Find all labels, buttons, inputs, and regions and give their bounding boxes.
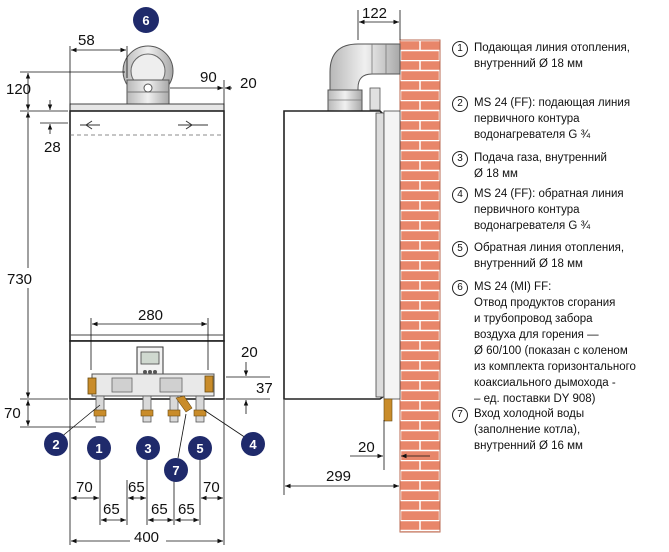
- badge-1: 1: [87, 436, 111, 460]
- legend-item-7: 7 Вход холодной воды (заполнение котла),…: [452, 406, 667, 454]
- svg-text:6: 6: [142, 13, 149, 28]
- dim-37: 37: [256, 380, 273, 397]
- legend-text: Подающая линия отопления,: [474, 42, 630, 54]
- dim-20-right: 20: [241, 344, 258, 361]
- legend-item-6: 6 MS 24 (MI) FF: Отвод продуктов сгорани…: [452, 279, 667, 407]
- legend-number: 2: [452, 96, 468, 112]
- front-body: [69, 110, 225, 342]
- front-connection-block: [87, 373, 215, 397]
- legend-text: MS 24 (MI) FF:: [474, 281, 552, 293]
- dim-122: 122: [362, 5, 387, 22]
- svg-text:5: 5: [196, 441, 203, 456]
- side-flue-elbow: [327, 43, 401, 113]
- badge-2: 2: [44, 432, 68, 456]
- dim-65-b: 65: [128, 479, 145, 496]
- legend-text: воздуха для горения —: [474, 329, 599, 341]
- legend-item-3: 3 Подача газа, внутренний Ø 18 мм: [452, 150, 667, 182]
- dim-58: 58: [78, 32, 95, 49]
- dim-70-bottom-right: 70: [203, 479, 220, 496]
- dim-65-d: 65: [178, 501, 195, 518]
- legend-text: Подача газа, внутренний: [474, 152, 607, 164]
- dim-70-left: 70: [4, 405, 21, 422]
- dim-28: 28: [44, 139, 61, 156]
- dim-20-side: 20: [358, 439, 375, 456]
- front-pipes: [93, 395, 207, 423]
- legend-text: (заполнение котла),: [474, 424, 581, 436]
- legend-text: внутренний Ø 18 мм: [474, 258, 583, 270]
- legend-number: 4: [452, 187, 468, 203]
- legend-number: 5: [452, 241, 468, 257]
- legend-text: Ø 60/100 (показан с коленом: [474, 345, 628, 357]
- dim-20-top: 20: [240, 75, 257, 92]
- legend-text: MS 24 (FF): подающая линия: [474, 97, 631, 109]
- legend-text: первичного контура: [474, 113, 580, 125]
- brick-wall: [399, 39, 441, 533]
- legend-text: водонагревателя G ¾: [474, 129, 591, 141]
- legend-item-2: 2 MS 24 (FF): подающая линия первичного …: [452, 95, 667, 143]
- legend-text: Обратная линия отопления,: [474, 242, 625, 254]
- legend-item-5: 5 Обратная линия отопления, внутренний Ø…: [452, 240, 667, 272]
- legend-text: внутренний Ø 18 мм: [474, 58, 583, 70]
- legend-number: 1: [452, 41, 468, 57]
- legend-text: Вход холодной воды: [474, 408, 585, 420]
- dim-70-bottom-left: 70: [76, 479, 93, 496]
- badge-5: 5: [188, 436, 212, 460]
- legend-text: Ø 18 мм: [474, 168, 518, 180]
- front-flue: [122, 45, 174, 111]
- dim-280: 280: [138, 307, 163, 324]
- dim-299: 299: [326, 468, 351, 485]
- dim-730: 730: [7, 271, 32, 288]
- legend-text: первичного контура: [474, 204, 580, 216]
- legend-text: Отвод продуктов сгорания: [474, 297, 616, 309]
- dim-90: 90: [200, 69, 217, 86]
- dim-400: 400: [134, 529, 159, 546]
- legend-item-4: 4 MS 24 (FF): обратная линия первичного …: [452, 186, 667, 234]
- front-view: 58 120 28 730 70 90 20 280: [4, 32, 273, 546]
- badge-7: 7: [164, 458, 188, 482]
- svg-text:3: 3: [144, 441, 151, 456]
- legend-text: из комплекта горизонтального: [474, 361, 636, 373]
- svg-text:2: 2: [52, 437, 59, 452]
- badge-3: 3: [136, 436, 160, 460]
- legend-number: 6: [452, 280, 468, 296]
- legend-text: и трубопровод забора: [474, 313, 593, 325]
- badge-6: 6: [133, 7, 159, 33]
- dim-120: 120: [6, 81, 31, 98]
- dim-65-c: 65: [151, 501, 168, 518]
- badge-4: 4: [241, 432, 265, 456]
- side-body: [283, 110, 385, 400]
- legend-number: 7: [452, 407, 468, 423]
- legend-text: MS 24 (FF): обратная линия: [474, 188, 624, 200]
- svg-text:1: 1: [95, 441, 102, 456]
- legend-text: – ед. поставки DY 908): [474, 393, 596, 405]
- dim-65-a: 65: [103, 501, 120, 518]
- svg-text:4: 4: [249, 437, 257, 452]
- legend-text: внутренний Ø 16 мм: [474, 440, 583, 452]
- legend-text: коаксиального дымохода -: [474, 377, 616, 389]
- legend-text: водонагревателя G ¾: [474, 220, 591, 232]
- svg-text:7: 7: [172, 463, 179, 478]
- legend-item-1: 1 Подающая линия отопления, внутренний Ø…: [452, 40, 667, 72]
- legend-number: 3: [452, 151, 468, 167]
- side-view: 122 20 299: [283, 5, 441, 533]
